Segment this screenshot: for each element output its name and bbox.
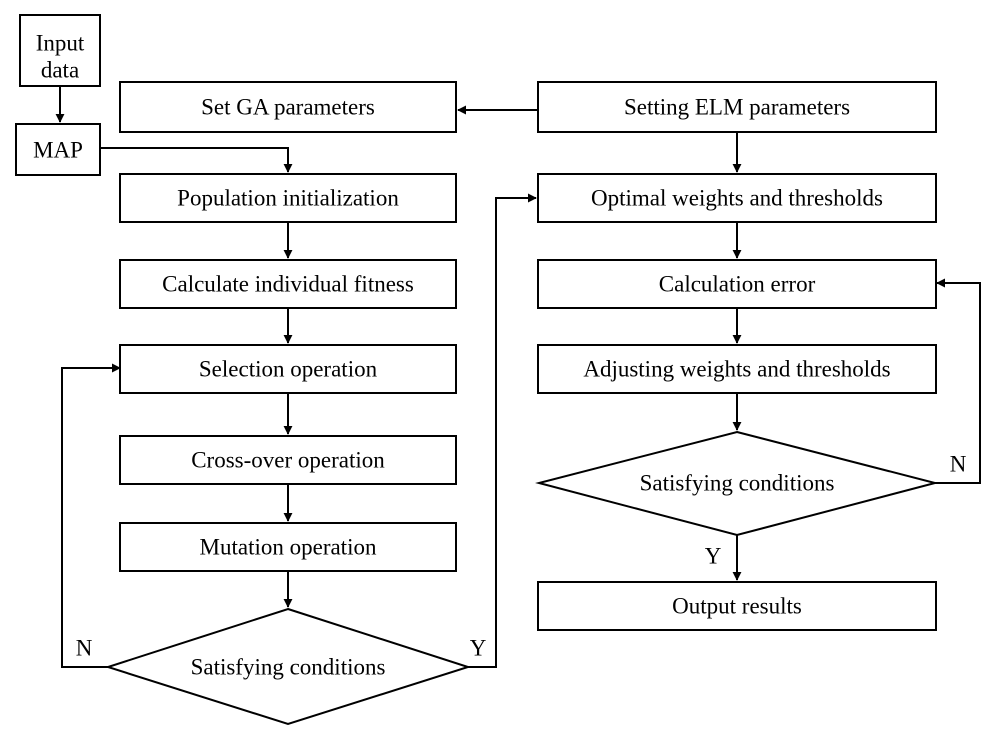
map-node: MAP (15, 123, 101, 176)
calculate-fitness-label: Calculate individual fitness (162, 272, 414, 297)
map-label: MAP (33, 138, 83, 163)
edge-map-to-population (100, 147, 293, 173)
calculation-error-label: Calculation error (659, 272, 816, 297)
input-data-node: Input data (19, 14, 101, 87)
adjusting-weights-node: Adjusting weights and thresholds (537, 344, 937, 394)
optimal-weights-label: Optimal weights and thresholds (591, 186, 883, 211)
edge-ga-condition-yes (468, 193, 537, 668)
elm-no-label: N (950, 452, 967, 477)
calculation-error-node: Calculation error (537, 259, 937, 309)
mutation-operation-label: Mutation operation (200, 535, 377, 560)
edge-ga-condition-no-loop (61, 363, 121, 668)
crossover-operation-node: Cross-over operation (119, 435, 457, 485)
calculate-fitness-node: Calculate individual fitness (119, 259, 457, 309)
mutation-operation-node: Mutation operation (119, 522, 457, 572)
set-ga-parameters-node: Set GA parameters (119, 81, 457, 133)
elm-satisfying-conditions-label: Satisfying conditions (640, 471, 835, 496)
crossover-operation-label: Cross-over operation (191, 448, 385, 473)
edges (55, 86, 981, 668)
elm-satisfying-conditions-node: Satisfying conditions (535, 430, 939, 537)
selection-operation-node: Selection operation (119, 344, 457, 394)
set-ga-parameters-label: Set GA parameters (201, 95, 375, 120)
population-initialization-label: Population initialization (177, 186, 399, 211)
output-results-node: Output results (537, 581, 937, 631)
elm-yes-label: Y (705, 544, 722, 569)
edge-elm-condition-no-loop (935, 278, 981, 484)
population-initialization-node: Population initialization (119, 173, 457, 223)
adjusting-weights-label: Adjusting weights and thresholds (583, 357, 890, 382)
ga-yes-label: Y (470, 636, 487, 661)
setting-elm-parameters-node: Setting ELM parameters (537, 81, 937, 133)
selection-operation-label: Selection operation (199, 357, 378, 382)
optimal-weights-node: Optimal weights and thresholds (537, 173, 937, 223)
output-results-label: Output results (672, 594, 802, 619)
ga-no-label: N (76, 636, 93, 661)
setting-elm-parameters-label: Setting ELM parameters (624, 95, 850, 120)
ga-satisfying-conditions-node: Satisfying conditions (104, 607, 472, 726)
input-data-label-line2: data (41, 58, 79, 83)
ga-satisfying-conditions-label: Satisfying conditions (191, 655, 386, 680)
input-data-label-line1: Input (36, 31, 85, 56)
